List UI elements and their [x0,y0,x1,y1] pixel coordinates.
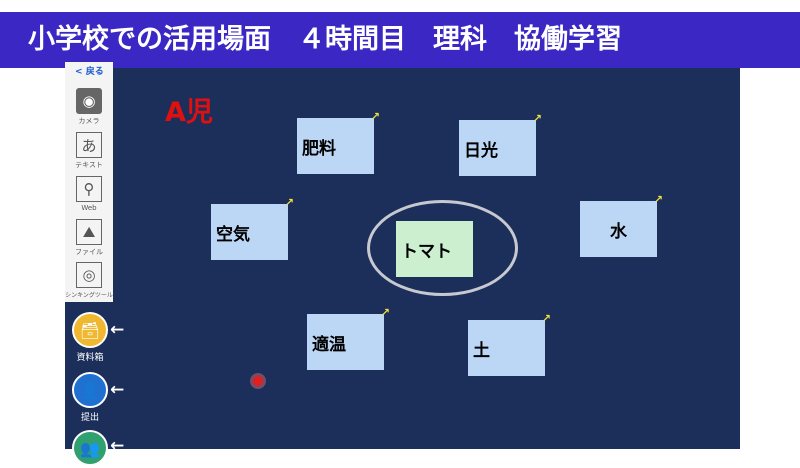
side-label: 提出 [80,413,99,423]
tool-thinking[interactable]: ◎ シンキングツール [65,262,113,299]
side-label: 資料箱 [76,353,104,363]
note[interactable]: 空気 ↗ [211,196,294,260]
submit-icon: 👤 [72,372,108,408]
tool-label: カメラ [78,117,100,125]
note-text: 土 [473,340,490,361]
tool-sidebar: < 戻る ◉ カメラ あテキスト ⚲ Web ⛰ ファイル ◎ シンキングツール [65,62,113,302]
arrow-left-icon: ← [110,320,125,340]
expand-icon[interactable]: ↗ [541,312,551,325]
student-label: A児 [165,97,213,128]
note-text: 日光 [464,140,498,161]
expand-icon[interactable]: ↗ [653,193,663,206]
tool-label: テキスト [75,161,103,169]
inbox-icon: 🗃 [72,312,108,348]
tool-label: Web [81,204,97,212]
note[interactable]: 土↗ [468,312,551,376]
image-icon: ⛰ [76,219,102,245]
note-text: トマト [401,241,452,262]
arrow-left-icon: ← [110,380,125,400]
expand-icon[interactable]: ↗ [370,110,380,123]
camera-icon: ◉ [76,88,102,114]
title-banner: 小学校での活用場面 ４時間目 理科 協働学習 [0,12,800,68]
search-icon: ⚲ [76,176,102,202]
back-label: 戻る [85,67,104,77]
note-text: 空気 [216,224,250,245]
note[interactable]: 日光 ↗ [459,112,542,176]
text-icon: あ [76,132,102,158]
note-text: 水 [610,221,627,242]
pointer-dot [253,376,263,386]
tool-web[interactable]: ⚲ Web [65,176,113,212]
tool-label: ファイル [75,248,103,256]
note-text: 適温 [312,334,346,355]
back-button[interactable]: < 戻る [75,67,104,77]
expand-icon[interactable]: ↗ [532,112,542,125]
expand-icon[interactable]: ↗ [284,196,294,209]
tool-text[interactable]: あテキスト [65,132,113,170]
group-icon: 👥 [72,430,108,466]
note[interactable]: 適温 ↗ [307,306,390,370]
note-center[interactable]: トマト [396,221,473,277]
tool-file[interactable]: ⛰ ファイル [65,219,113,257]
submit-button[interactable]: 👤 提出 [70,372,110,423]
note-text: 肥料 [302,138,336,159]
arrow-left-icon: ← [110,436,125,456]
note[interactable]: 肥料 ↗ [297,110,380,174]
center-ellipse [367,200,518,296]
tool-label: シンキングツール [65,292,113,299]
tool-camera[interactable]: ◉ カメラ [65,88,113,126]
note[interactable]: 水↗ [580,193,663,257]
group-button[interactable]: 👥 [70,430,110,468]
expand-icon[interactable]: ↗ [380,306,390,319]
venn-icon: ◎ [76,262,102,288]
materials-box-button[interactable]: 🗃 資料箱 [70,312,110,363]
